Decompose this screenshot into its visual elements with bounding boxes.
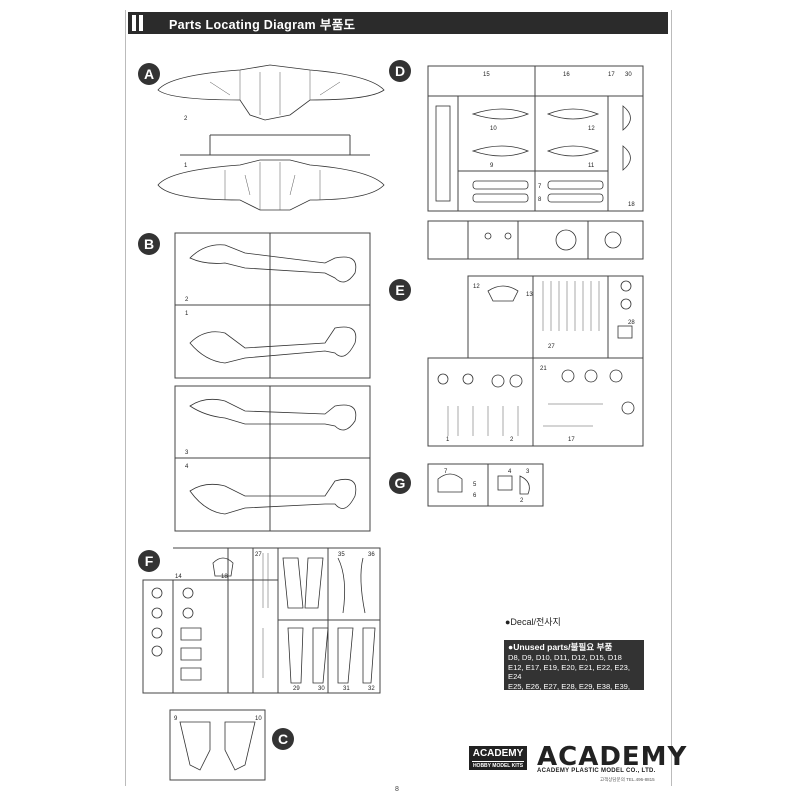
svg-text:17: 17 xyxy=(608,72,615,78)
svg-text:4: 4 xyxy=(185,464,189,470)
svg-text:10: 10 xyxy=(490,126,497,132)
unused-parts-box: ●Unused parts/불필요 부품 D8, D9, D10, D11, D… xyxy=(504,640,644,711)
svg-text:2: 2 xyxy=(184,116,188,122)
section-mark xyxy=(132,15,143,31)
section-label-a: A xyxy=(138,63,160,85)
svg-text:18: 18 xyxy=(628,202,635,208)
svg-text:35: 35 xyxy=(338,552,345,558)
svg-text:13: 13 xyxy=(526,292,533,298)
sprue-f-diagram: 14 18 27 35 36 29 30 31 32 xyxy=(142,547,381,694)
svg-text:1: 1 xyxy=(184,163,188,169)
section-label-b: B xyxy=(138,233,160,255)
svg-text:3: 3 xyxy=(185,450,189,456)
sprue-a-diagram: 21 xyxy=(157,64,385,211)
sprue-c-diagram: 9 10 xyxy=(169,709,266,781)
svg-text:16: 16 xyxy=(563,72,570,78)
svg-text:32: 32 xyxy=(368,686,375,692)
svg-text:6: 6 xyxy=(473,493,477,499)
svg-text:12: 12 xyxy=(588,126,595,132)
sprue-d-diagram: 15 16 17 30 10 12 9 11 7 8 18 xyxy=(427,65,644,260)
logo-small-subtext: HOBBY MODEL KITS xyxy=(472,761,524,769)
svg-text:5: 5 xyxy=(473,482,477,488)
logo-small-text: ACADEMY xyxy=(472,748,524,759)
section-label-d: D xyxy=(389,60,411,82)
unused-parts-line: F1, F2, F3, F4, F9, F10, F26, F37, G3 xyxy=(508,701,636,711)
svg-text:2: 2 xyxy=(185,297,189,303)
svg-text:36: 36 xyxy=(368,552,375,558)
page-frame xyxy=(125,10,672,786)
decal-note: ●Decal/전사지 xyxy=(505,617,561,627)
page-number: 8 xyxy=(395,786,399,793)
svg-text:17: 17 xyxy=(568,437,575,443)
svg-text:27: 27 xyxy=(255,552,262,558)
unused-parts-line: D8, D9, D10, D11, D12, D15, D18 xyxy=(508,652,622,662)
section-label-c: C xyxy=(272,728,294,750)
svg-text:14: 14 xyxy=(175,574,182,580)
svg-text:21: 21 xyxy=(540,366,547,372)
svg-text:15: 15 xyxy=(483,72,490,78)
svg-text:31: 31 xyxy=(343,686,350,692)
academy-logo: ACADEMY xyxy=(537,742,688,772)
svg-text:7: 7 xyxy=(538,184,542,190)
sprue-b-upper: 21 xyxy=(174,232,371,379)
svg-text:4: 4 xyxy=(508,469,512,475)
svg-text:27: 27 xyxy=(548,344,555,350)
section-label-f: F xyxy=(138,550,160,572)
svg-text:2: 2 xyxy=(510,437,514,443)
svg-text:2: 2 xyxy=(520,498,524,504)
svg-text:11: 11 xyxy=(588,163,595,169)
section-label-g: G xyxy=(389,472,411,494)
company-tel: 고객상담문의 TEL.496-8815 xyxy=(600,777,655,782)
svg-text:29: 29 xyxy=(293,686,300,692)
svg-text:8: 8 xyxy=(538,197,542,203)
svg-text:18: 18 xyxy=(221,574,228,580)
unused-parts-line: E25, E26, E27, E28, E29, E38, E39, E40 xyxy=(508,682,631,701)
section-label-e: E xyxy=(389,279,411,301)
unused-parts-line: E12, E17, E19, E20, E21, E22, E23, E24 xyxy=(508,662,631,682)
svg-text:3: 3 xyxy=(526,469,530,475)
sprue-g-diagram: 7 4 3 5 6 2 xyxy=(427,463,544,507)
svg-text:30: 30 xyxy=(318,686,325,692)
svg-text:30: 30 xyxy=(625,72,632,78)
svg-text:10: 10 xyxy=(255,716,262,722)
svg-text:9: 9 xyxy=(490,163,494,169)
hobby-model-kits-logo: ACADEMY HOBBY MODEL KITS xyxy=(469,746,527,770)
unused-parts-heading: ●Unused parts/불필요 부품 xyxy=(508,642,613,652)
svg-text:12: 12 xyxy=(473,284,480,290)
svg-text:1: 1 xyxy=(185,311,189,317)
svg-text:1: 1 xyxy=(446,437,450,443)
company-name: ACADEMY PLASTIC MODEL CO., LTD. xyxy=(537,768,656,774)
sprue-b-lower: 34 xyxy=(174,385,371,532)
svg-text:7: 7 xyxy=(444,469,448,475)
svg-text:28: 28 xyxy=(628,320,635,326)
svg-text:9: 9 xyxy=(174,716,178,722)
